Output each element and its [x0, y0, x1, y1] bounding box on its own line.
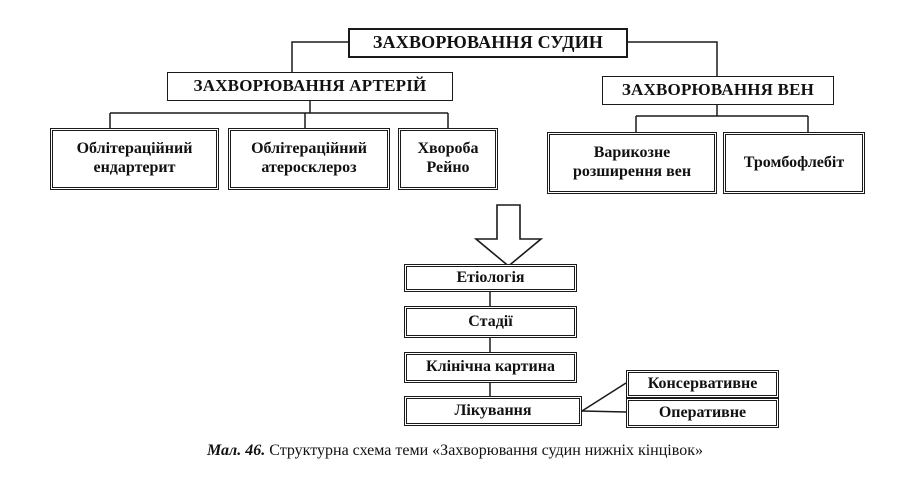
connector-root-arteries	[291, 41, 348, 72]
arteries-category-node: ЗАХВОРЮВАННЯ АРТЕРІЙ	[167, 72, 453, 101]
down-arrow-icon	[473, 204, 544, 268]
arteries-disease-node: Хвороба Рейно	[398, 128, 498, 190]
figure-label: Мал. 46.	[207, 442, 266, 459]
treatment-type-node: Консервативне	[626, 370, 779, 398]
root-node: ЗАХВОРЮВАННЯ СУДИН	[348, 28, 628, 58]
arteries-disease-node: Облітераційний ендартерит	[50, 128, 219, 190]
veins-disease-node: Варикозне розширення вен	[547, 132, 717, 194]
study-step-node: Стадії	[404, 306, 577, 338]
veins-disease-node: Тромбофлебіт	[723, 132, 865, 194]
figure-caption-text: Структурна схема теми «Захворювання суди…	[269, 442, 703, 459]
connector-treatment-operative	[581, 410, 627, 413]
study-step-node: Клінічна картина	[404, 352, 577, 383]
veins-category-node: ЗАХВОРЮВАННЯ ВЕН	[602, 76, 834, 105]
connector-root-veins	[628, 41, 718, 76]
study-step-node: Етіологія	[404, 264, 577, 292]
arteries-disease-node: Облітераційний атеросклероз	[228, 128, 390, 190]
treatment-type-node: Оперативне	[626, 398, 779, 428]
figure-caption: Мал. 46. Структурна схема теми «Захворюв…	[0, 442, 910, 460]
study-step-node: Лікування	[404, 396, 582, 426]
connector-treatment-conservative	[581, 382, 627, 412]
